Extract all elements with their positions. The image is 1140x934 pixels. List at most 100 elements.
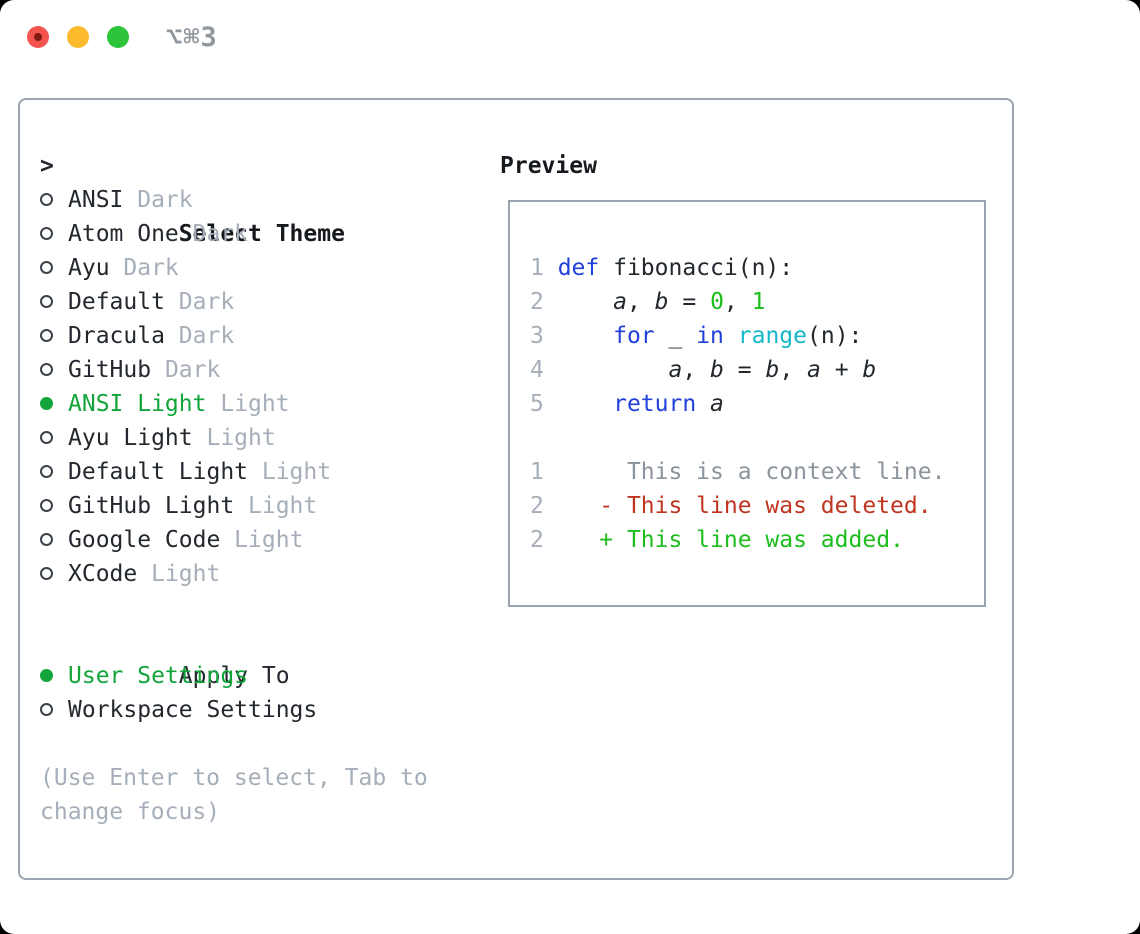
theme-name: Default Light xyxy=(68,459,249,485)
theme-variant: Light xyxy=(248,459,332,485)
radio-icon xyxy=(40,329,53,342)
code-segment: 4 xyxy=(530,357,558,383)
code-segment: = xyxy=(723,357,766,383)
code-segment: a xyxy=(613,289,627,315)
code-segment: 1 xyxy=(530,255,558,281)
code-segment: b xyxy=(862,357,877,383)
code-segment: 0 xyxy=(710,289,724,315)
apply-to-option[interactable]: User Settings xyxy=(40,659,490,693)
code-line: 4 a, b = b, a + b xyxy=(530,353,945,387)
theme-option[interactable]: Dracula Dark xyxy=(40,319,490,353)
theme-option[interactable]: ANSI Dark xyxy=(40,183,490,217)
code-segment: (n): xyxy=(807,323,863,349)
radio-icon xyxy=(40,431,53,444)
theme-variant: Light xyxy=(192,425,276,451)
prompt-icon: > xyxy=(40,153,54,179)
code-segment: - This line was deleted. xyxy=(599,493,932,519)
code-segment: , xyxy=(626,289,655,315)
keyboard-shortcut-label: ⌥⌘3 xyxy=(166,22,218,53)
radio-selected-icon xyxy=(40,397,53,410)
code-segment: 2 xyxy=(530,527,544,553)
theme-variant: Light xyxy=(234,493,318,519)
code-segment: return xyxy=(613,391,697,417)
theme-option[interactable]: XCode Light xyxy=(40,557,490,591)
radio-icon xyxy=(40,295,53,308)
theme-variant: Dark xyxy=(151,357,221,383)
code-segment: , xyxy=(682,357,711,383)
window-controls xyxy=(27,26,129,48)
theme-option[interactable]: Ayu Light Light xyxy=(40,421,490,455)
theme-option[interactable]: Ayu Dark xyxy=(40,251,490,285)
radio-icon xyxy=(40,227,53,240)
code-segment: , xyxy=(723,289,752,315)
code-segment: b xyxy=(654,289,669,315)
code-segment: _ xyxy=(654,323,697,349)
theme-variant: Dark xyxy=(178,221,249,247)
theme-name: XCode xyxy=(68,561,138,587)
code-segment: a xyxy=(710,391,724,417)
theme-option[interactable]: Default Light Light xyxy=(40,455,490,489)
minimize-window-button[interactable] xyxy=(67,26,89,48)
code-segment: 2 xyxy=(530,289,558,315)
theme-option[interactable]: ANSI Light Light xyxy=(40,387,490,421)
select-theme-title: Select Theme xyxy=(178,221,345,247)
theme-variant: Dark xyxy=(109,255,179,281)
code-segment: 5 xyxy=(530,391,558,417)
code-segment: b xyxy=(710,357,724,383)
theme-variant: Light xyxy=(137,561,221,587)
theme-name: GitHub xyxy=(68,357,152,383)
code-segment: 1 xyxy=(751,289,766,315)
theme-option[interactable]: Google Code Light xyxy=(40,523,490,557)
code-segment xyxy=(558,357,669,383)
code-line: 1 def fibonacci(n): xyxy=(530,251,945,285)
apply-to-header: Apply To xyxy=(40,625,490,689)
apply-to-label: Workspace Settings xyxy=(68,697,318,723)
theme-name: Ayu xyxy=(68,255,110,281)
apply-to-label: User Settings xyxy=(68,663,249,689)
code-segment: , xyxy=(779,357,808,383)
radio-icon xyxy=(40,533,53,546)
code-segment: b xyxy=(765,357,780,383)
code-segment xyxy=(696,391,710,417)
hint-line-2: change focus) xyxy=(40,799,221,825)
code-line: 3 for _ in range(n): xyxy=(530,319,945,353)
code-segment: + xyxy=(820,357,863,383)
theme-option[interactable]: Default Dark xyxy=(40,285,490,319)
close-window-button[interactable] xyxy=(27,26,49,48)
radio-icon xyxy=(40,261,53,274)
zoom-window-button[interactable] xyxy=(107,26,129,48)
theme-name: Dracula xyxy=(68,323,165,349)
code-segment: range xyxy=(737,323,807,349)
code-segment xyxy=(558,391,613,417)
theme-variant: Dark xyxy=(123,187,193,213)
theme-option[interactable]: Atom One Dark xyxy=(40,217,490,251)
code-line xyxy=(530,421,945,455)
theme-variant: Light xyxy=(206,391,290,417)
code-segment: a xyxy=(807,357,821,383)
radio-icon xyxy=(40,465,53,478)
theme-variant: Dark xyxy=(164,289,235,315)
code-segment: = xyxy=(668,289,711,315)
radio-icon xyxy=(40,499,53,512)
code-segment xyxy=(544,527,599,553)
apply-to-option[interactable]: Workspace Settings xyxy=(40,693,490,727)
code-line: 2 - This line was deleted. xyxy=(530,489,945,523)
code-segment: in xyxy=(696,323,724,349)
theme-variant: Dark xyxy=(164,323,235,349)
theme-name: Ayu Light xyxy=(68,425,193,451)
code-segment xyxy=(558,323,613,349)
theme-option[interactable]: GitHub Dark xyxy=(40,353,490,387)
code-segment: This is a context line. xyxy=(543,459,946,485)
code-segment: def xyxy=(557,255,600,281)
code-segment: 3 xyxy=(530,323,558,349)
radio-icon xyxy=(40,703,53,716)
code-line: 2 + This line was added. xyxy=(530,523,945,557)
select-theme-header: > Select Theme xyxy=(40,149,490,247)
hint-line-1: (Use Enter to select, Tab to xyxy=(40,765,428,791)
theme-option[interactable]: GitHub Light Light xyxy=(40,489,490,523)
code-segment: a xyxy=(668,357,683,383)
code-line: 5 return a xyxy=(530,387,945,421)
code-segment: 2 xyxy=(530,493,544,519)
code-preview: 1 def fibonacci(n): 2 a, b = 0, 1 3 for _ … xyxy=(530,251,945,557)
